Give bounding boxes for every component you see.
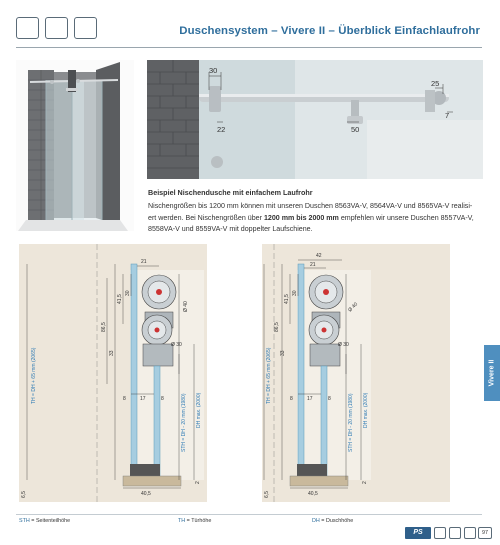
- d1-sth: STH = DH - 20 mm (1980): [181, 393, 187, 452]
- header-nav-box-2[interactable]: [45, 17, 68, 39]
- detail-dim-7: 7: [445, 111, 449, 120]
- header-divider: [16, 47, 482, 48]
- header-nav-box-1[interactable]: [16, 17, 39, 39]
- page-title: Duschensystem – Vivere II – Überblick Ei…: [179, 25, 480, 37]
- d1-dim-8b: 8: [161, 396, 164, 402]
- d1-th: TH = DH + 65 mm (2065): [31, 347, 37, 404]
- legend-th: TH = Türhöhe: [178, 518, 212, 524]
- d2-dim-42: 42: [316, 253, 322, 259]
- detail-dim-30: 30: [209, 66, 217, 75]
- rail-detail-image: 30 25 22 50 7: [147, 60, 483, 179]
- example-body: Nischengrößen bis 1200 mm können mit uns…: [148, 201, 484, 236]
- example-line-2: ert werden. Bei Nischengrößen über 1200 …: [148, 213, 474, 222]
- d1-dim-21: 21: [141, 259, 147, 265]
- d2-dim-8a: 8: [290, 396, 293, 402]
- d1-dim-30: 30: [125, 290, 131, 296]
- d2-dim-41: 41,5: [284, 294, 290, 304]
- d2-dh: DH max. (2000): [363, 392, 369, 428]
- d1-dim-33: 33: [109, 350, 115, 356]
- detail-dim-50: 50: [351, 125, 359, 134]
- d1-dim-65: 6,5: [21, 491, 27, 498]
- d2-dim-8b: 8: [328, 396, 331, 402]
- brand-logo: PS: [405, 527, 431, 539]
- detail-dim-25: 25: [431, 79, 439, 88]
- d1-dim-2: 2: [195, 481, 201, 484]
- d1-dim-41: 41,5: [117, 294, 123, 304]
- d1-dim-d30: Ø 30: [171, 342, 182, 348]
- d1-dim-865: 86,5: [101, 322, 107, 332]
- d1-dim-8a: 8: [123, 396, 126, 402]
- technical-drawing-1: 21 41,5 30 86,5 33 Ø 40 Ø 30 8 17 8 TH =…: [19, 244, 207, 502]
- example-line-3: 8558VA-V und 8559VA-V mit doppelter Lauf…: [148, 225, 313, 234]
- d2-dim-21: 21: [310, 262, 316, 268]
- legend-sth: STH = Seitenteilhöhe: [19, 518, 71, 524]
- footer-nav-box-3[interactable]: [464, 527, 476, 539]
- d1-dim-405: 40,5: [141, 491, 151, 497]
- d2-dim-d30: Ø 30: [338, 342, 349, 348]
- d1-dim-17: 17: [140, 396, 146, 402]
- side-tab-vivere[interactable]: Vivere II: [484, 345, 500, 401]
- d2-sth: STH = DH - 20 mm (1980): [348, 393, 354, 452]
- d2-dim-865: 86,5: [274, 322, 280, 332]
- footer-nav-box-1[interactable]: [434, 527, 446, 539]
- example-title: Beispiel Nischendusche mit einfachem Lau…: [148, 188, 313, 197]
- d2-dim-65: 6,5: [264, 491, 270, 498]
- footer-nav-box-2[interactable]: [449, 527, 461, 539]
- d2-dim-405: 40,5: [308, 491, 318, 497]
- d1-dim-d40: Ø 40: [183, 301, 189, 312]
- shower-photo: [16, 60, 134, 231]
- example-line-1: Nischengrößen bis 1200 mm können mit uns…: [148, 202, 473, 210]
- d2-th: TH = DH + 65 mm (2065): [266, 347, 272, 404]
- legend-dh: DH = Duschhöhe: [312, 518, 354, 524]
- technical-drawing-2: 42 21 41,5 30 86,5 33 Ø 40 Ø 30 8 17 8 T…: [262, 244, 450, 502]
- d2-dim-33: 33: [280, 350, 286, 356]
- d2-dim-17: 17: [307, 396, 313, 402]
- header-nav-box-3[interactable]: [74, 17, 97, 39]
- d2-dim-30: 30: [292, 290, 298, 296]
- detail-dim-22: 22: [217, 125, 225, 134]
- footer-divider: [16, 514, 482, 515]
- page-number: 97: [478, 527, 492, 539]
- d1-dh: DH max. (2000): [196, 392, 202, 428]
- d2-dim-2: 2: [362, 481, 368, 484]
